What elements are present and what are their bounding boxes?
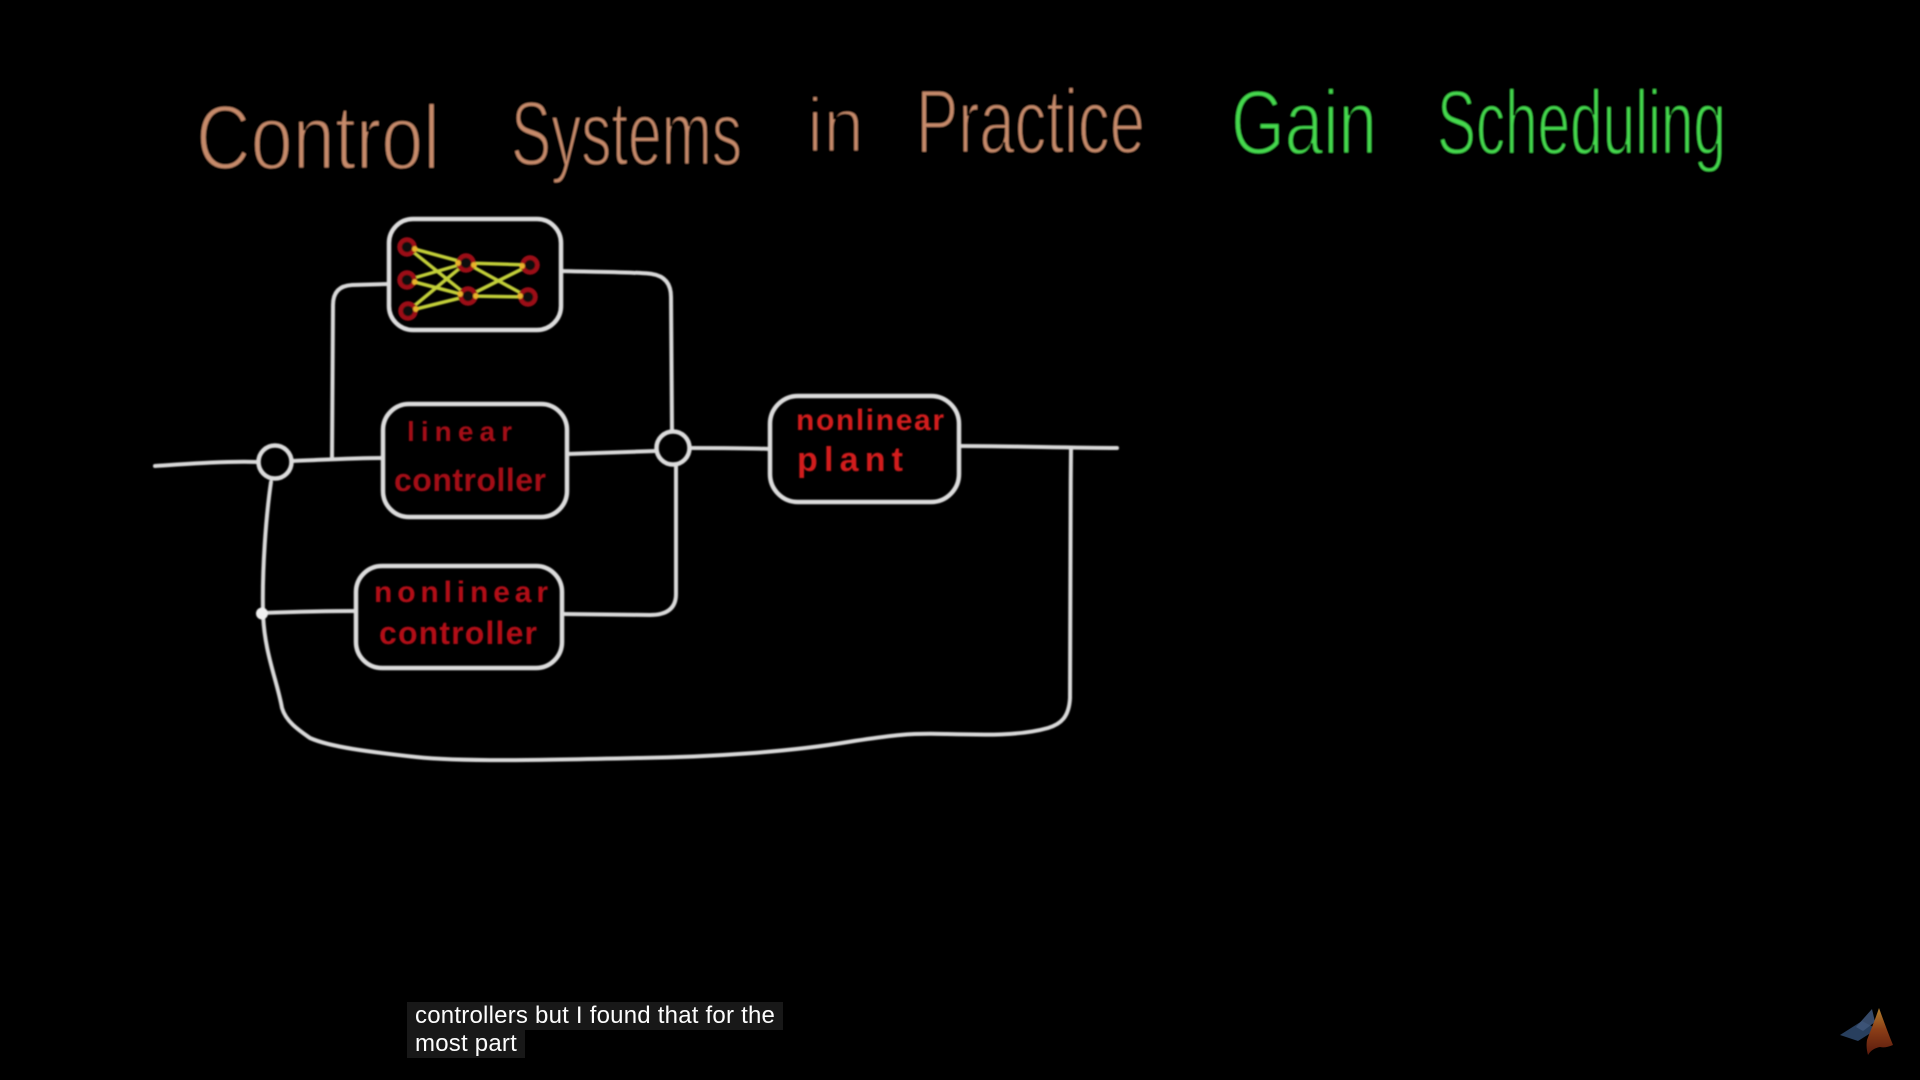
svg-text:Systems: Systems [511,83,742,185]
svg-text:plant: plant [797,441,903,479]
svg-text:linear: linear [407,416,512,447]
svg-text:Gain: Gain [1231,72,1377,174]
svg-text:nonlinear: nonlinear [374,576,548,609]
svg-text:nonlinear: nonlinear [796,404,944,437]
svg-text:in: in [807,81,864,169]
svg-text:Control: Control [196,87,440,189]
svg-text:controller: controller [394,462,546,498]
svg-text:Practice: Practice [916,71,1145,173]
svg-text:Scheduling: Scheduling [1437,72,1726,174]
svg-text:controller: controller [379,615,537,651]
